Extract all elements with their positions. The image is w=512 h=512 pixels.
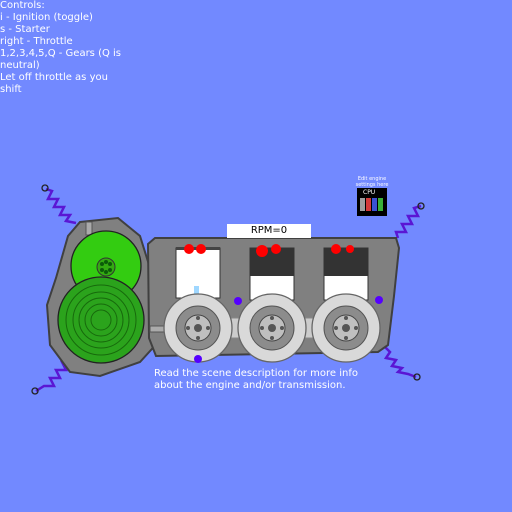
joint-marker	[234, 297, 242, 305]
flywheel-icon[interactable]	[57, 276, 145, 364]
cpu-caption: Edit engine settings here	[355, 176, 389, 188]
spring-anchor[interactable]	[413, 373, 421, 381]
spring-icon	[394, 204, 422, 239]
instruction-line: Let off throttle as you	[0, 72, 108, 83]
cpu-bar	[360, 198, 365, 211]
spring-icon	[383, 345, 417, 379]
crank-wheel-icon[interactable]	[311, 293, 381, 363]
instruction-line: Controls:	[0, 0, 45, 11]
piston-marker	[271, 244, 281, 254]
piston-marker	[196, 244, 206, 254]
crank-wheel-icon[interactable]	[237, 293, 307, 363]
cpu-bar	[372, 198, 377, 211]
instruction-line: shift	[0, 84, 22, 95]
cpu-bar	[366, 198, 371, 211]
cylinder-3	[323, 244, 369, 301]
piston-marker	[346, 245, 354, 253]
piston-marker	[331, 244, 341, 254]
cpu-bar	[378, 198, 383, 211]
spring-anchor[interactable]	[41, 184, 49, 192]
spring-anchor[interactable]	[417, 202, 425, 210]
bolt	[149, 325, 165, 333]
rpm-display: RPM=0	[227, 224, 311, 238]
instruction-line: neutral)	[0, 60, 40, 71]
scene-description-hint: Read the scene description for more info…	[154, 368, 358, 391]
cylinder-1	[175, 244, 221, 299]
controls-instructions: Controls: i - Ignition (toggle) s - Star…	[0, 0, 512, 96]
instruction-line: s - Starter	[0, 24, 50, 35]
cpu-label: CPU	[363, 189, 376, 196]
crank-wheel-icon[interactable]	[163, 293, 233, 363]
bolt	[85, 221, 93, 236]
piston-marker	[256, 245, 268, 257]
piston-marker	[184, 244, 194, 254]
instruction-line: right - Throttle	[0, 36, 73, 47]
cpu-icon[interactable]: CPU	[357, 188, 387, 216]
cylinder-2	[249, 244, 295, 301]
spring-anchor[interactable]	[31, 387, 39, 395]
joint-marker	[375, 296, 383, 304]
joint-marker	[194, 355, 202, 363]
instruction-line: 1,2,3,4,5,Q - Gears (Q is	[0, 48, 122, 59]
spring-icon	[45, 187, 77, 225]
instruction-line: i - Ignition (toggle)	[0, 12, 93, 23]
